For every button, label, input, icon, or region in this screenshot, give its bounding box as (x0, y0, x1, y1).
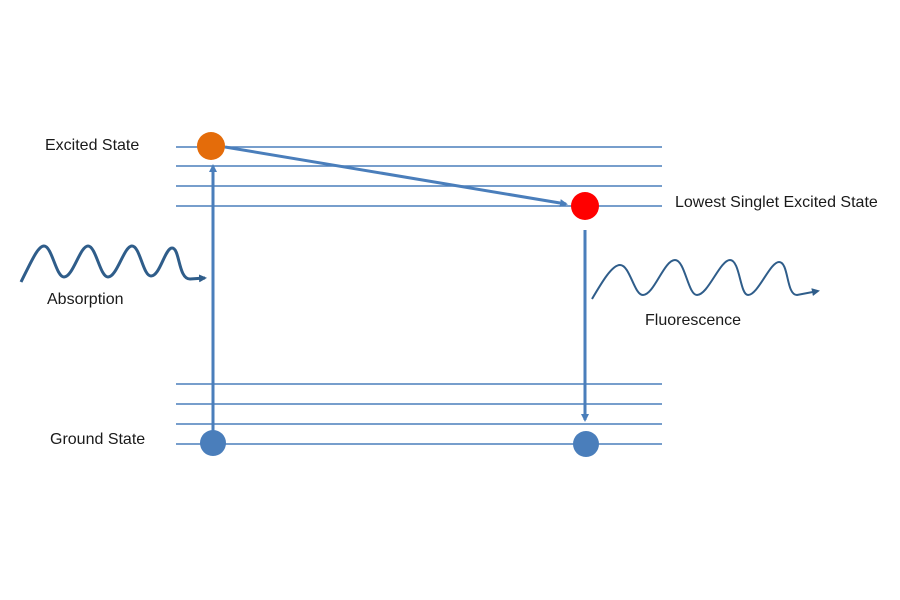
singlet-state-electron (571, 192, 599, 220)
lowest-singlet-label: Lowest Singlet Excited State (675, 194, 878, 211)
absorption-label: Absorption (47, 291, 124, 308)
fluorescence-wave (591, 258, 820, 300)
absorption-wave (19, 244, 207, 283)
excited-state-electron (197, 132, 225, 160)
excited-state-label: Excited State (45, 137, 140, 154)
relaxation-arrow (224, 145, 568, 207)
ground-state-electron-right (573, 431, 599, 457)
energy-levels (176, 146, 662, 445)
ground-state-electron-left (200, 430, 226, 456)
ground-state-label: Ground State (50, 431, 146, 448)
fluorescence-label: Fluorescence (645, 312, 742, 329)
